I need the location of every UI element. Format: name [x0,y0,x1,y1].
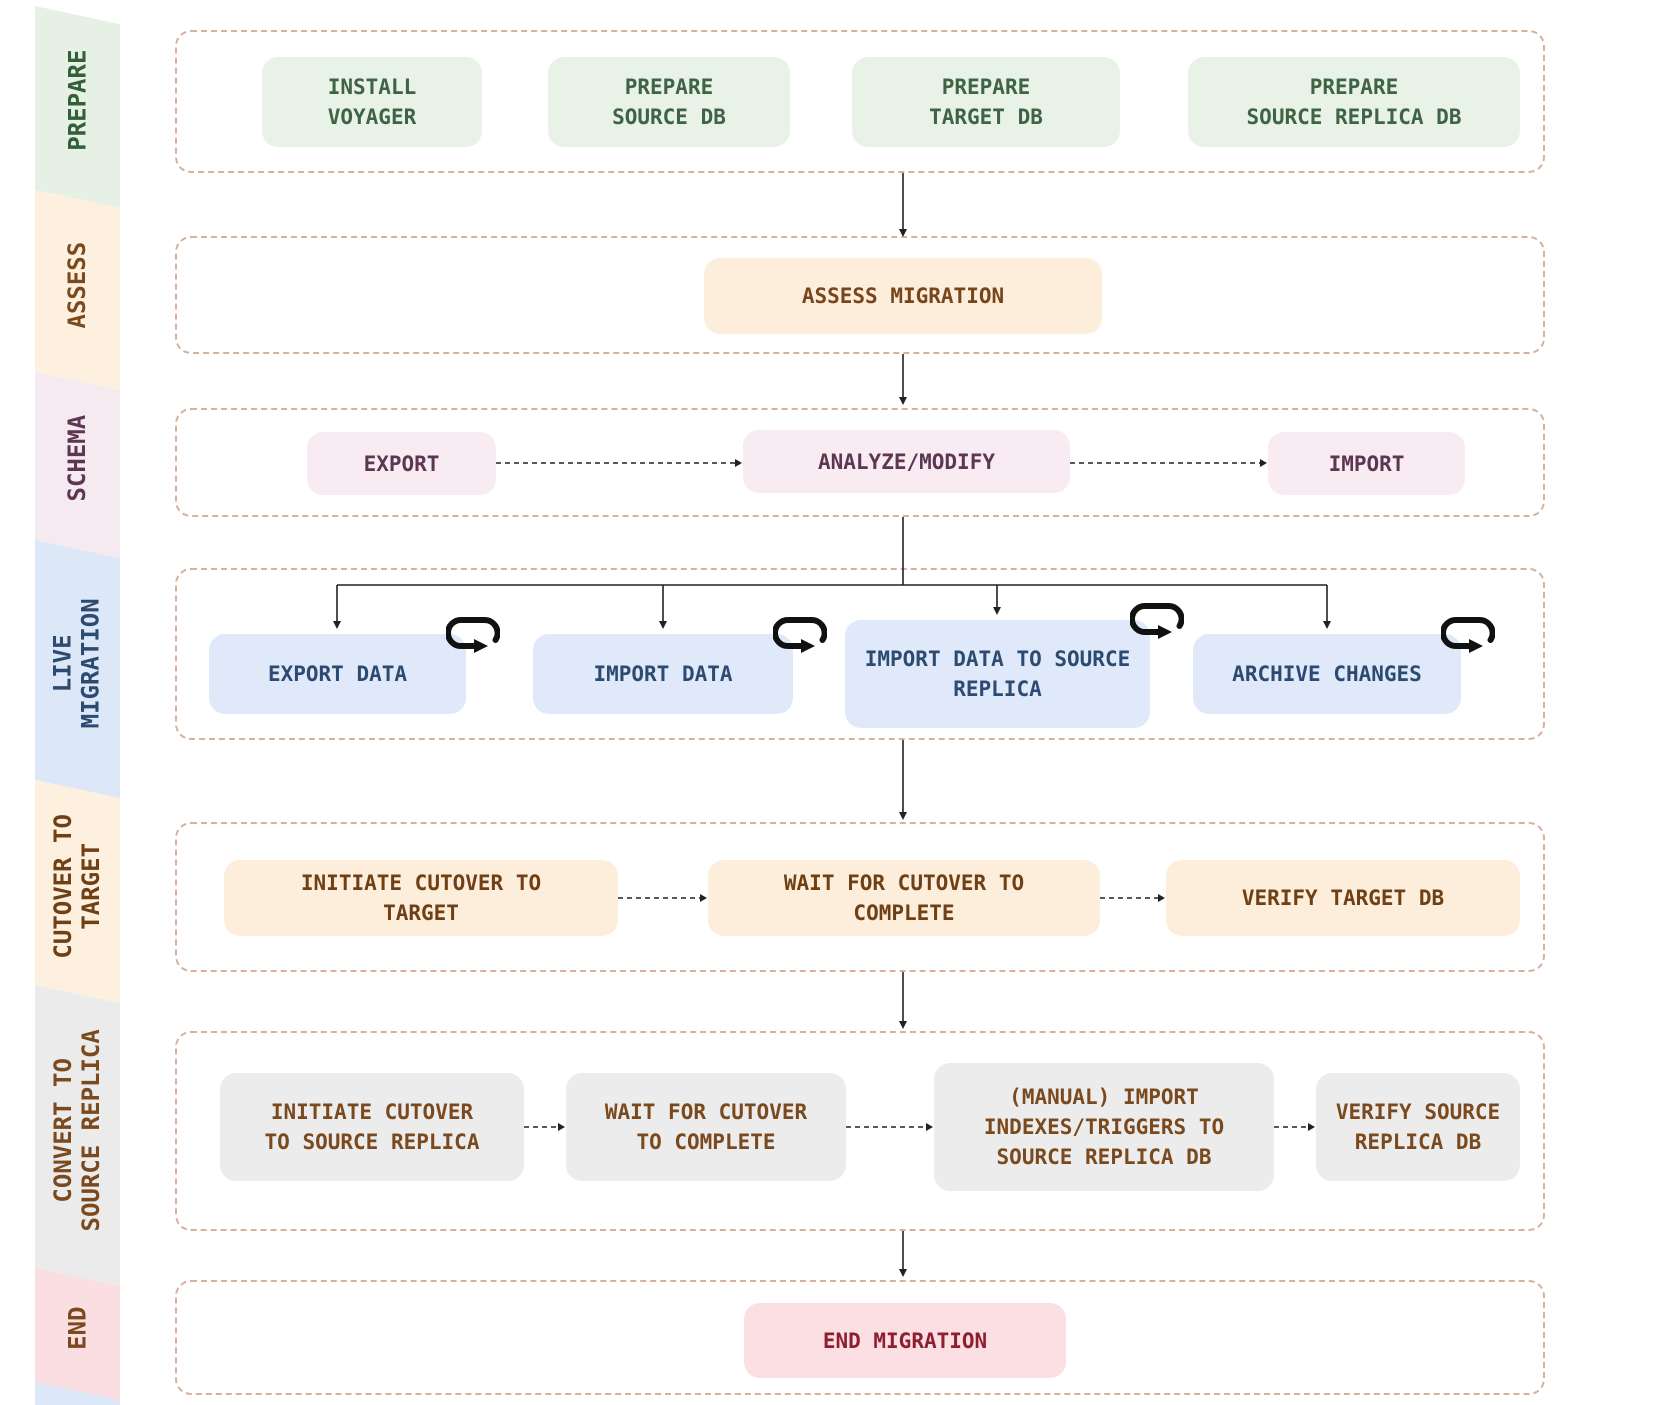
step-label: PREPARE SOURCE REPLICA DB [1246,75,1462,129]
step-label: INSTALL VOYAGER [327,75,417,129]
step-label: ASSESS MIGRATION [801,284,1005,308]
step-label: WAIT FOR CUTOVER TO COMPLETE [783,871,1025,925]
step-label: PREPARE SOURCE DB [612,75,726,129]
repeat-icon [772,610,828,654]
step-prepare-source-db: PREPARE SOURCE DB [548,57,790,147]
step-import-schema: IMPORT [1268,432,1465,495]
step-label: ANALYZE/MODIFY [817,449,995,474]
step-import-data-to-source-replica: IMPORT DATA TO SOURCE REPLICA [845,603,1185,728]
step-label: EXPORT DATA [267,662,408,686]
repeat-icon [1129,596,1185,640]
step-export-data: EXPORT DATA [209,617,501,714]
step-label: PREPARE TARGET DB [929,75,1043,129]
lane-live-migration [175,568,1545,740]
step-label: (MANUAL) IMPORT INDEXES/TRIGGERS TO SOUR… [983,1085,1225,1169]
lane-prepare [175,30,1545,173]
step-label: INITIATE CUTOVER TO SOURCE REPLICA [264,1100,480,1154]
step-import-data: IMPORT DATA [533,617,828,714]
step-assess-migration: ASSESS MIGRATION [704,258,1102,334]
repeat-icon [1440,610,1496,654]
step-initiate-cutover-to-target: INITIATE CUTOVER TO TARGET [224,860,618,936]
step-analyze-modify: ANALYZE/MODIFY [743,430,1070,493]
step-label: VERIFY SOURCE REPLICA DB [1335,1100,1501,1154]
step-initiate-cutover-to-source-replica: INITIATE CUTOVER TO SOURCE REPLICA [220,1073,524,1181]
step-verify-target-db: VERIFY TARGET DB [1166,860,1520,936]
step-label: VERIFY TARGET DB [1241,886,1445,910]
step-label: WAIT FOR CUTOVER TO COMPLETE [604,1100,808,1154]
lane-assess [175,236,1545,354]
step-label: END MIGRATION [822,1328,988,1353]
repeat-icon [445,610,501,654]
lane-end [175,1280,1545,1395]
lane-schema [175,408,1545,517]
step-wait-for-cutover-to-complete-replica: WAIT FOR CUTOVER TO COMPLETE [566,1073,846,1181]
lane-cutover-to-target [175,822,1545,972]
step-label: IMPORT DATA TO SOURCE REPLICA [864,647,1131,701]
step-prepare-source-replica-db: PREPARE SOURCE REPLICA DB [1188,57,1520,147]
step-archive-changes: ARCHIVE CHANGES [1193,617,1496,714]
step-wait-for-cutover-to-complete-target: WAIT FOR CUTOVER TO COMPLETE [708,860,1100,936]
lane-convert-to-source-replica [175,1031,1545,1231]
step-label: IMPORT [1328,451,1405,476]
step-prepare-target-db: PREPARE TARGET DB [852,57,1120,147]
step-label: EXPORT [363,451,440,476]
step-label: INITIATE CUTOVER TO TARGET [300,871,542,925]
step-export-schema: EXPORT [307,432,496,495]
step-manual-import-indexes-triggers: (MANUAL) IMPORT INDEXES/TRIGGERS TO SOUR… [934,1063,1274,1191]
step-label: IMPORT DATA [593,662,733,686]
step-label: ARCHIVE CHANGES [1232,662,1422,686]
step-end-migration: END MIGRATION [744,1303,1066,1378]
step-install-voyager: INSTALL VOYAGER [262,57,482,147]
step-verify-source-replica-db: VERIFY SOURCE REPLICA DB [1316,1073,1520,1181]
